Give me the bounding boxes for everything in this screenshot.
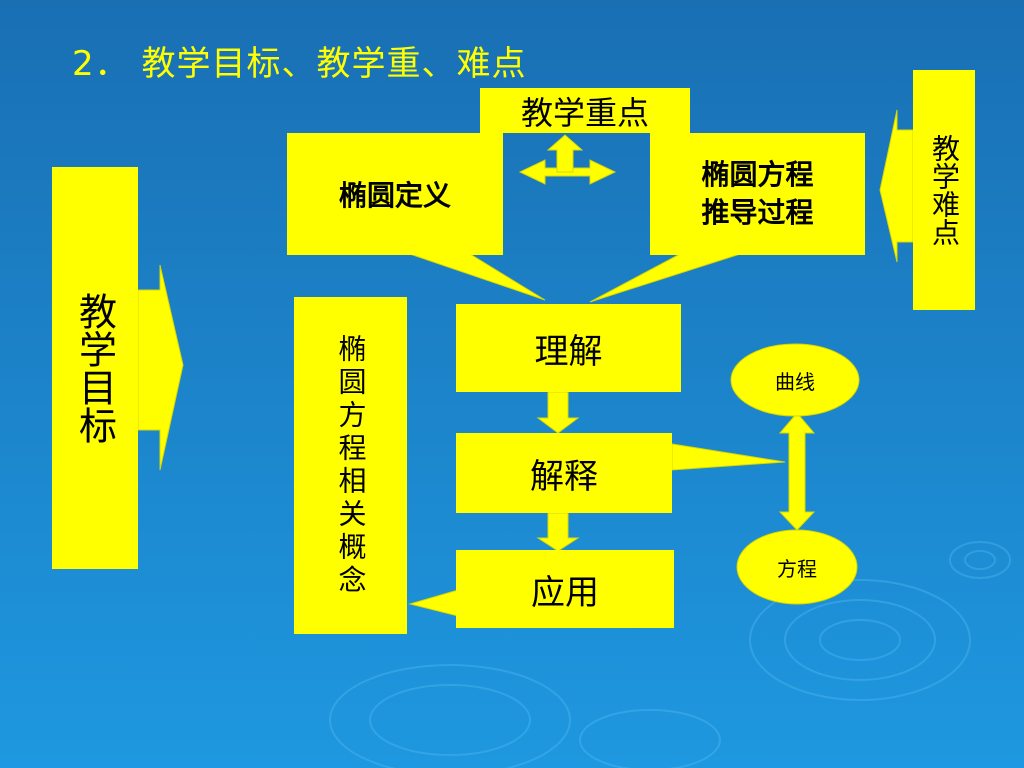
ripple-decoration xyxy=(329,541,1011,768)
curve-ellipse xyxy=(730,343,860,417)
definition-callout-tail xyxy=(409,253,546,301)
key-point-box: 教学重点 xyxy=(480,88,690,133)
apply-callout-tail xyxy=(408,589,459,617)
equation-derivation-box: 椭圆方程 推导过程 xyxy=(650,133,865,255)
ellipse-definition-box: 椭圆定义 xyxy=(287,133,503,255)
equation-ellipse xyxy=(736,529,858,605)
explain-box: 解释 xyxy=(456,433,672,513)
keypoint-up-arrow xyxy=(546,134,584,173)
understand-box: 理解 xyxy=(456,304,681,392)
equation-label: 方程 xyxy=(777,556,817,581)
goal-arrow xyxy=(137,264,184,471)
equation-callout-tail xyxy=(589,253,741,303)
teaching-goal-box: 教学目标 xyxy=(52,167,138,569)
difficulty-arrow xyxy=(879,109,914,263)
explain-callout-tail xyxy=(671,443,786,471)
curve-equation-double-arrow xyxy=(778,412,816,531)
curve-label: 曲线 xyxy=(775,369,815,394)
slide-title: 2． 教学目标、教学重、难点 xyxy=(72,44,527,84)
understand-explain-arrow xyxy=(536,391,580,434)
explain-apply-arrow xyxy=(536,512,580,552)
apply-box: 应用 xyxy=(456,550,674,628)
difficulty-box: 教学难点 xyxy=(913,70,975,310)
related-concepts-box: 椭圆方程相关概念 xyxy=(294,297,407,634)
